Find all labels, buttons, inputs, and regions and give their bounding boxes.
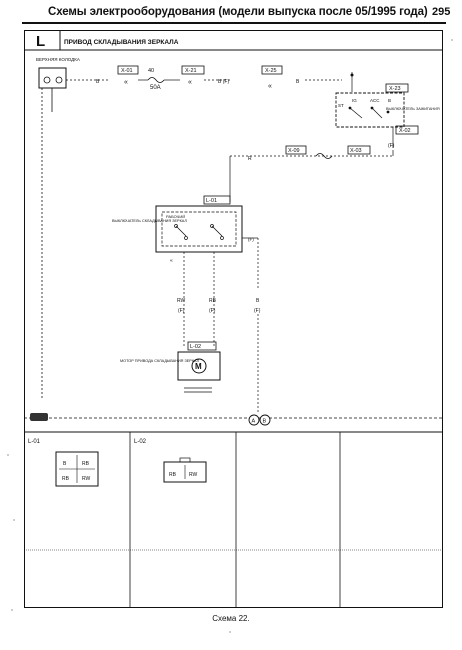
- relay-pin-acc: ACC: [370, 98, 380, 103]
- wire-w2: B (F): [218, 79, 229, 85]
- connector-symbol-3: «: [268, 83, 272, 90]
- fuse-number: 40: [148, 68, 154, 74]
- connector-x21: X-21: [185, 68, 197, 74]
- l01-pin-2: RB: [82, 461, 90, 467]
- relay-pin-ig: IG: [352, 98, 357, 103]
- connector-x01: X-01: [121, 68, 133, 74]
- ground-b-icon: [259, 414, 271, 426]
- page-number: 295: [432, 6, 451, 18]
- switch-connector-mark: «: [170, 258, 173, 264]
- header-rule: [22, 22, 446, 24]
- switch-inner-label: РАБОЧИЙ: [166, 214, 185, 219]
- wire-w6-mark: (F): [178, 308, 185, 314]
- connector-symbol-1: «: [124, 79, 128, 86]
- scan-dots: [7, 39, 453, 633]
- figure-caption: Схема 22.: [212, 614, 250, 623]
- mid-feed-line: R X-09 X-03: [229, 145, 394, 202]
- motor-label: МОТОР ПРИВОДА СКЛАДЫВАНИЯ ЗЕРКАЛ: [120, 359, 200, 363]
- relay-box-label: ВЫКЛЮЧАТЕЛЬ ЗАЖИГАНИЯ: [386, 107, 440, 111]
- diagram-frame: [24, 30, 443, 608]
- wire-w8-mark: (F): [254, 308, 261, 314]
- ground-bus: A B: [24, 413, 443, 426]
- top-left-label: ВЕРХНЯЯ КОЛОДКА: [36, 57, 80, 62]
- wire-w7: RB: [209, 298, 217, 304]
- relay-pin-b: B: [388, 98, 391, 103]
- section-title-bar: L ПРИВОД СКЛАДЫВАНИЯ ЗЕРКАЛА: [24, 31, 443, 51]
- motor-symbol: M: [195, 362, 202, 371]
- page-title: Схемы электрооборудования (модели выпуск…: [48, 6, 428, 18]
- page-header: Схемы электрооборудования (модели выпуск…: [0, 0, 462, 26]
- relay-pin-st: ST: [338, 103, 344, 108]
- l01-pin-4: RW: [82, 476, 91, 482]
- fuse-symbol: [147, 77, 165, 83]
- wire-w1: B: [96, 79, 100, 85]
- grid-label-l02: L-02: [134, 439, 147, 445]
- motor-feed-wires: RW (F) RB (F) B (F): [177, 252, 261, 412]
- mirror-motor: L-02 M МОТОР ПРИВОДА СКЛАДЫВАНИЯ ЗЕРКАЛ: [120, 341, 221, 393]
- connector-x03: X-03: [350, 148, 362, 154]
- section-title: ПРИВОД СКЛАДЫВАНИЯ ЗЕРКАЛА: [64, 39, 179, 46]
- connector-x25: X-25: [265, 68, 277, 74]
- connector-x23: X-23: [389, 86, 401, 92]
- connector-symbol-2: «: [188, 79, 192, 86]
- section-code: L: [36, 33, 45, 50]
- wire-w7-mark: (F): [209, 308, 216, 314]
- switch-label: ВЫКЛЮЧАТЕЛЬ СКЛАДЫВАНИЯ ЗЕРКАЛ: [112, 219, 187, 223]
- l02-pin-1: RB: [169, 472, 177, 478]
- connector-l02: L-02: [190, 344, 201, 350]
- l01-connector-view: [55, 451, 99, 487]
- ground-car-icon: [30, 413, 48, 421]
- fuse-rating: 50A: [150, 85, 161, 91]
- l02-pin-2: RW: [189, 472, 198, 478]
- grid-label-l01: L-01: [28, 439, 41, 445]
- ignition-switch-box: X-23 ST IG ACC B ВЫКЛЮЧАТЕЛЬ ЗАЖИГАНИЯ X…: [335, 83, 440, 149]
- l01-pin-1: B: [63, 461, 67, 467]
- wire-w3: B: [296, 79, 300, 85]
- ground-a-icon: [248, 414, 260, 426]
- l01-pin-3: RB: [62, 476, 70, 482]
- switch-side-mark: (F): [248, 237, 254, 242]
- connector-l01: L-01: [206, 198, 217, 204]
- relay-output-mark: (F): [388, 143, 395, 149]
- wire-w8: B: [256, 298, 260, 304]
- connector-grid: L-01 L-02 B RB RB RW RB RW: [24, 431, 443, 608]
- wire-w6: RW: [177, 298, 186, 304]
- ground-b-label: B: [263, 419, 267, 425]
- top-feed-line: B X-01 « 40 50A X-21 « B (F) X-25 « B: [66, 65, 354, 92]
- wire-w4: R: [248, 156, 252, 162]
- connector-x09: X-09: [288, 148, 300, 154]
- ground-a-label: A: [252, 419, 256, 425]
- mirror-fold-switch: L-01 РАБОЧИЙ ВЫКЛЮЧАТЕЛЬ СКЛАДЫВАНИЯ ЗЕР…: [112, 195, 259, 290]
- connector-x02: X-02: [399, 128, 411, 134]
- battery-connector: ВЕРХНЯЯ КОЛОДКА: [36, 57, 80, 112]
